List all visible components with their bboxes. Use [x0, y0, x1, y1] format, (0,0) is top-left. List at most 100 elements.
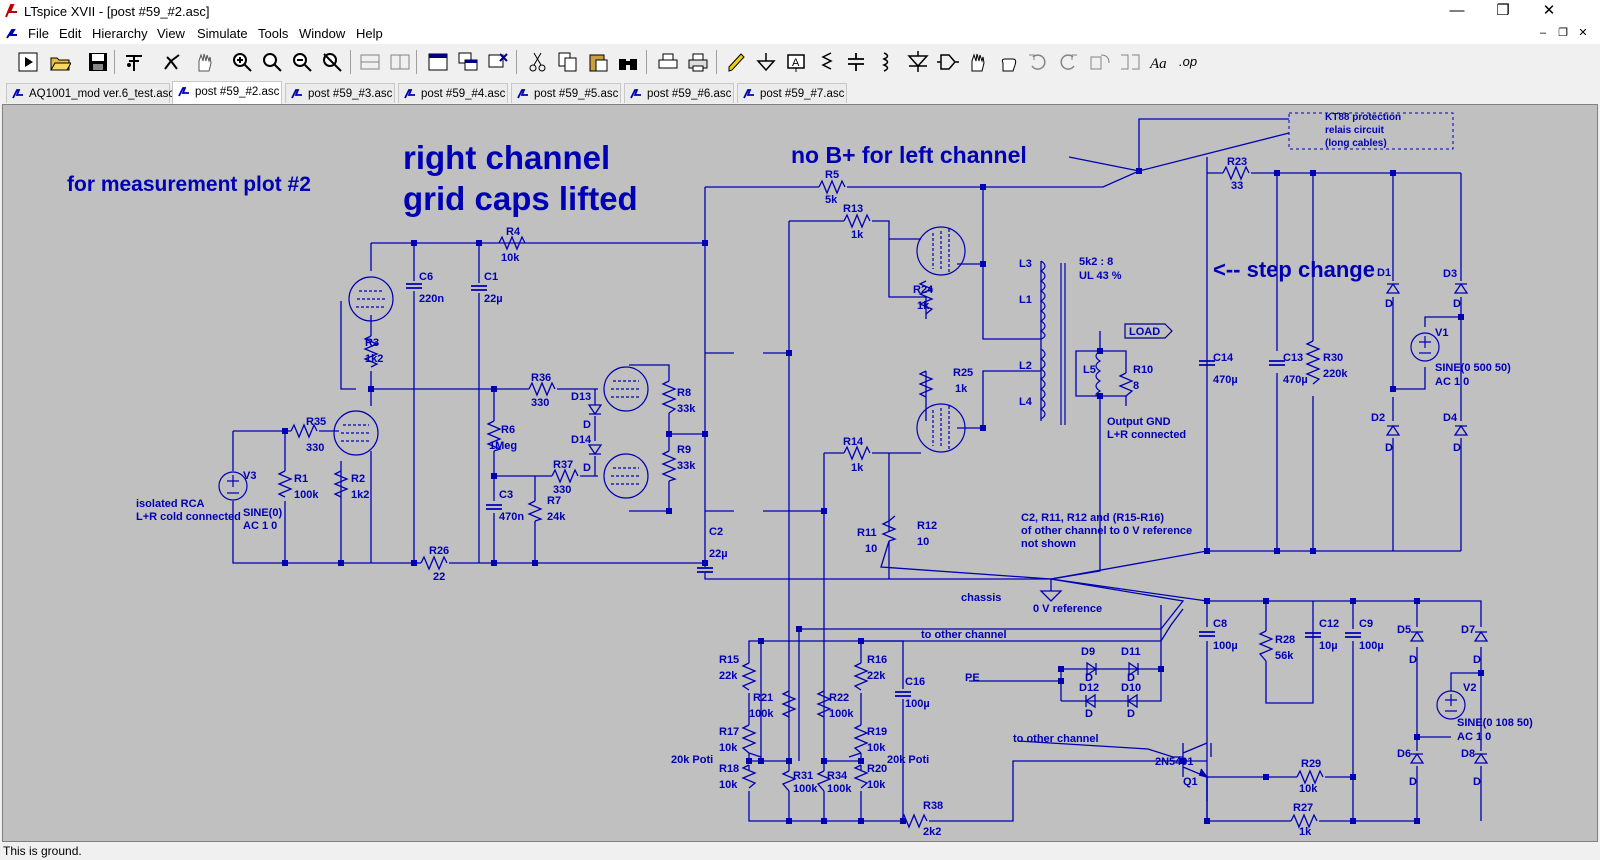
resistor-r2	[333, 470, 349, 498]
draw-wire-icon	[728, 53, 745, 72]
capacitor-button[interactable]	[842, 49, 870, 75]
schematic-doc-icon[interactable]	[4, 26, 20, 42]
resistor-r13	[843, 213, 871, 229]
pan-button[interactable]	[190, 49, 218, 75]
menu-edit[interactable]: Edit	[59, 26, 82, 41]
tab-label: post #59_#7.asc	[760, 88, 845, 100]
menu-hierarchy[interactable]: Hierarchy	[92, 26, 148, 41]
resistor-r26	[420, 555, 448, 571]
print-setup-button[interactable]	[654, 49, 682, 75]
inductor-button[interactable]	[872, 49, 900, 75]
run-icon	[18, 52, 38, 72]
tube-5	[916, 226, 966, 276]
run-button[interactable]	[14, 49, 42, 75]
rotate-button[interactable]	[1086, 49, 1114, 75]
svg-text:1k: 1k	[851, 462, 864, 474]
zoom-cancel-button[interactable]	[318, 49, 346, 75]
text-button[interactable]: Aa	[1146, 49, 1174, 75]
mirror-button[interactable]	[1116, 49, 1144, 75]
open-button[interactable]	[46, 49, 74, 75]
print-button[interactable]	[684, 49, 712, 75]
svg-text:D7: D7	[1461, 624, 1475, 636]
close-all-button[interactable]	[484, 49, 512, 75]
label-net-button[interactable]: A	[782, 49, 810, 75]
copy-button[interactable]	[554, 49, 582, 75]
schematic-canvas[interactable]: LOAD for measurement plot #2 right chann…	[2, 104, 1598, 842]
move-button[interactable]	[964, 49, 992, 75]
zoom-out-button[interactable]	[288, 49, 316, 75]
diode-button[interactable]	[904, 49, 932, 75]
zoom-fit-button[interactable]	[258, 49, 286, 75]
schematic-drawing[interactable]: LOAD for measurement plot #2 right chann…	[3, 105, 1598, 842]
zoom-in-button[interactable]	[228, 49, 256, 75]
component-button[interactable]	[934, 49, 962, 75]
svg-text:D2: D2	[1371, 412, 1385, 424]
svg-text:right channel: right channel	[403, 139, 610, 176]
tab-post-59-4[interactable]: post #59_#4.asc	[398, 83, 508, 103]
svg-text:L1: L1	[1019, 294, 1032, 306]
ground-button[interactable]	[752, 49, 780, 75]
tab-aq1001-mod[interactable]: AQ1001_mod ver.6_test.asc	[6, 83, 174, 103]
mdi-minimize-button[interactable]: –	[1539, 27, 1547, 39]
halt-button[interactable]	[158, 49, 186, 75]
restore-button[interactable]: ❐	[1496, 2, 1510, 19]
status-text: This is ground.	[3, 844, 82, 858]
svg-text:Q1: Q1	[1183, 776, 1198, 788]
menu-file[interactable]: File	[28, 26, 49, 41]
tile-vertical-button[interactable]	[386, 49, 414, 75]
svg-text:L3: L3	[1019, 258, 1032, 270]
svg-text:L+R connected: L+R connected	[1107, 429, 1186, 441]
minimize-button[interactable]: —	[1449, 2, 1465, 19]
paste-button[interactable]	[584, 49, 612, 75]
svg-text:33: 33	[1231, 180, 1243, 192]
resistor-r29	[1296, 769, 1324, 785]
svg-text:R25: R25	[953, 367, 973, 379]
tab-post-59-2[interactable]: post #59_#2.asc	[172, 81, 282, 104]
tab-post-59-3[interactable]: post #59_#3.asc	[285, 83, 395, 103]
menu-window[interactable]: Window	[299, 26, 346, 41]
svg-text:R24: R24	[913, 284, 934, 296]
spice-directive-button[interactable]: .op	[1176, 49, 1204, 75]
svg-text:1k2: 1k2	[365, 353, 383, 365]
svg-text:10k: 10k	[1299, 783, 1318, 795]
close-button[interactable]: ✕	[1542, 2, 1556, 19]
tab-post-59-5[interactable]: post #59_#5.asc	[511, 83, 621, 103]
cut-button[interactable]	[524, 49, 552, 75]
resistor-r21	[781, 690, 797, 718]
svg-text:C9: C9	[1359, 618, 1373, 630]
svg-text:33k: 33k	[677, 460, 696, 472]
tab-post-59-6[interactable]: post #59_#6.asc	[624, 83, 734, 103]
menu-view[interactable]: View	[157, 26, 185, 41]
svg-text:R34: R34	[827, 770, 848, 782]
resistor-r34	[816, 770, 832, 792]
control-panel-button[interactable]	[120, 49, 148, 75]
window-button[interactable]	[424, 49, 452, 75]
mdi-restore-button[interactable]: ❐	[1558, 27, 1568, 39]
resistor-r8	[661, 380, 677, 414]
find-button[interactable]	[614, 49, 642, 75]
source-v3	[218, 471, 248, 501]
menu-tools[interactable]: Tools	[258, 26, 289, 41]
resistor-r12	[888, 515, 896, 522]
svg-text:C2, R11, R12 and (R15-R16): C2, R11, R12 and (R15-R16)	[1021, 512, 1164, 524]
tubes	[333, 226, 966, 499]
svg-text:1Meg: 1Meg	[489, 440, 517, 452]
drag-button[interactable]	[994, 49, 1022, 75]
svg-text:D: D	[1473, 776, 1481, 788]
cascade-button[interactable]	[454, 49, 482, 75]
svg-text:100k: 100k	[793, 783, 818, 795]
tab-post-59-7[interactable]: post #59_#7.asc	[737, 83, 847, 103]
redo-button[interactable]	[1054, 49, 1082, 75]
save-button[interactable]	[84, 49, 112, 75]
menu-simulate[interactable]: Simulate	[197, 26, 248, 41]
resistor-button[interactable]	[812, 49, 840, 75]
svg-text:R8: R8	[677, 387, 691, 399]
resistor-r15	[741, 662, 757, 691]
tile-horizontal-button[interactable]	[356, 49, 384, 75]
mdi-close-button[interactable]: ✕	[1578, 27, 1588, 39]
menu-help[interactable]: Help	[356, 26, 383, 41]
undo-button[interactable]	[1024, 49, 1052, 75]
svg-text:V2: V2	[1463, 682, 1476, 694]
svg-text:10k: 10k	[719, 742, 738, 754]
draw-wire-button[interactable]	[722, 49, 750, 75]
